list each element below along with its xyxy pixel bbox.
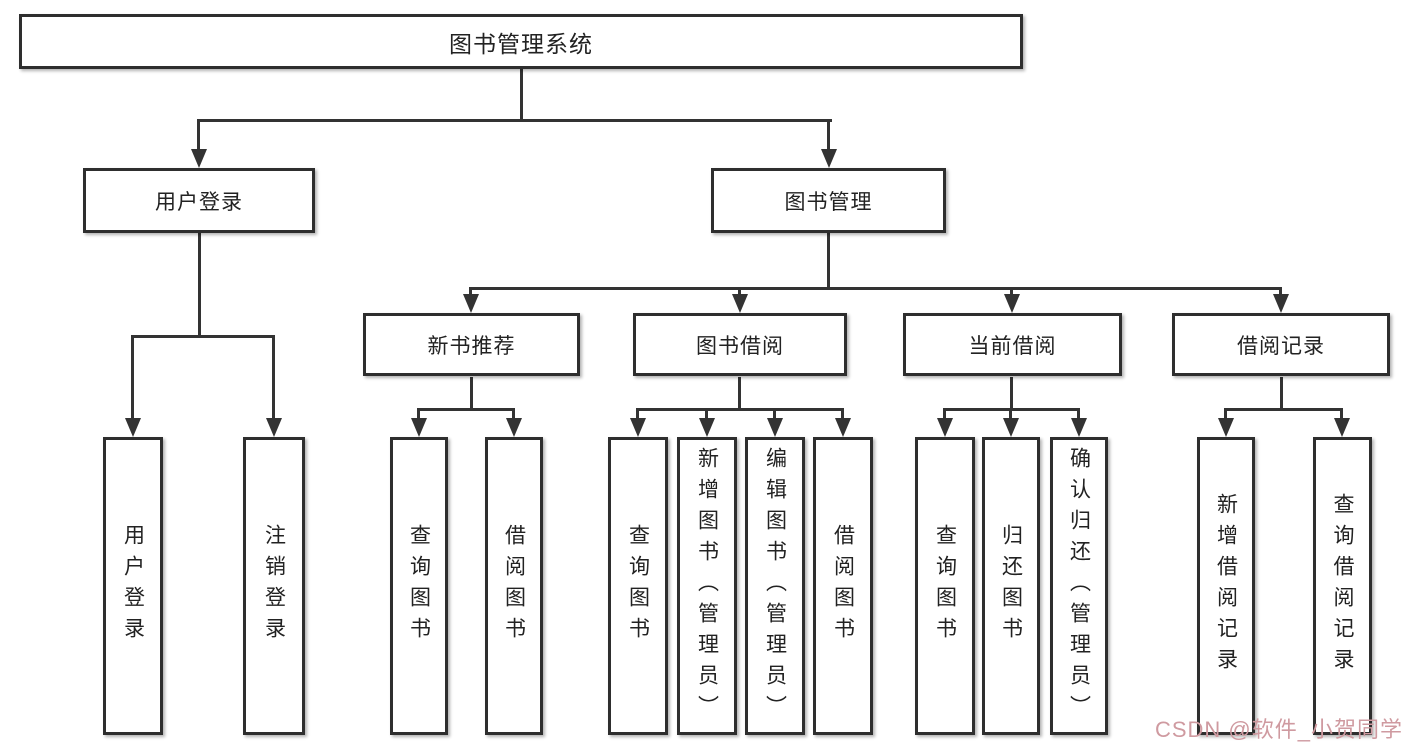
arrow-down-icon [1003, 418, 1019, 437]
arrow-down-icon [699, 418, 715, 437]
leaf-label: 归还图书 [999, 524, 1023, 648]
arrow-down-icon [821, 149, 837, 168]
connector-arrow-stem [841, 408, 844, 422]
leaf-label: 确认归还（管理员） [1067, 446, 1091, 726]
arrow-down-icon [463, 294, 479, 313]
connector-line [944, 408, 1080, 411]
connector-line [470, 377, 473, 408]
leaf-label: 注销登录 [262, 524, 286, 648]
leaf-label: 查询借阅记录 [1331, 493, 1354, 679]
node-borrow-records: 借阅记录 [1172, 313, 1390, 376]
arrow-down-icon [937, 418, 953, 437]
connector-arrow-stem [1010, 287, 1013, 298]
leaf-add-borrow-record: 新增借阅记录 [1197, 437, 1255, 735]
connector-arrow-stem [738, 287, 741, 298]
leaf-query-borrow-record: 查询借阅记录 [1313, 437, 1372, 735]
watermark: CSDN @软件_小贺同学 [1154, 717, 1403, 742]
leaf-query-books-current: 查询图书 [915, 437, 975, 735]
arrow-down-icon [506, 418, 522, 437]
arrow-down-icon [732, 294, 748, 313]
arrow-down-icon [767, 418, 783, 437]
connector-arrow-stem [1279, 287, 1282, 298]
connector-arrow-stem [131, 335, 134, 422]
connector-arrow-stem [943, 408, 946, 422]
leaf-add-books-admin: 新增图书（管理员） [677, 437, 737, 735]
arrow-down-icon [125, 418, 141, 437]
connector-line [470, 287, 1282, 290]
connector-line [198, 119, 832, 122]
leaf-label: 借阅图书 [502, 524, 526, 648]
arrow-down-icon [1334, 418, 1350, 437]
connector-line [1225, 408, 1343, 411]
connector-arrow-stem [773, 408, 776, 422]
node-book-borrow: 图书借阅 [633, 313, 847, 376]
arrow-down-icon [1071, 418, 1087, 437]
leaf-label: 查询图书 [933, 524, 957, 648]
arrow-down-icon [1218, 418, 1234, 437]
leaf-confirm-return-admin: 确认归还（管理员） [1050, 437, 1108, 735]
leaf-logout: 注销登录 [243, 437, 305, 735]
arrow-down-icon [1273, 294, 1289, 313]
node-new-book-recommend: 新书推荐 [363, 313, 580, 376]
connector-arrow-stem [469, 287, 472, 298]
leaf-edit-books-admin: 编辑图书（管理员） [745, 437, 805, 735]
node-label: 当前借阅 [968, 334, 1057, 358]
node-library-management-system: 图书管理系统 [19, 14, 1023, 69]
connector-line [198, 233, 201, 337]
node-label: 新书推荐 [427, 334, 516, 358]
leaf-label: 借阅图书 [831, 524, 855, 648]
node-label: 用户登录 [155, 190, 243, 214]
leaf-label: 新增借阅记录 [1214, 493, 1238, 679]
leaf-user-login: 用户登录 [103, 437, 163, 735]
leaf-label: 用户登录 [121, 524, 145, 648]
connector-line [827, 233, 830, 289]
connector-line [1010, 377, 1013, 408]
connector-arrow-stem [636, 408, 639, 422]
connector-line [637, 408, 844, 411]
node-book-management: 图书管理 [711, 168, 946, 233]
node-label: 图书管理 [784, 190, 873, 214]
connector-line [419, 408, 515, 411]
arrow-down-icon [1004, 294, 1020, 313]
connector-line [1280, 377, 1283, 408]
node-label: 图书管理系统 [449, 30, 593, 57]
connector-arrow-stem [705, 408, 708, 422]
node-current-borrow: 当前借阅 [903, 313, 1122, 376]
leaf-label: 查询图书 [407, 524, 431, 648]
arrow-down-icon [630, 418, 646, 437]
connector-arrow-stem [1340, 408, 1343, 422]
arrow-down-icon [266, 418, 282, 437]
node-user-login: 用户登录 [83, 168, 315, 233]
connector-line [520, 69, 523, 121]
arrow-down-icon [411, 418, 427, 437]
leaf-query-books-newbooks: 查询图书 [390, 437, 448, 735]
leaf-label: 编辑图书（管理员） [763, 446, 787, 726]
arrow-down-icon [835, 418, 851, 437]
connector-arrow-stem [272, 335, 275, 422]
leaf-return-books: 归还图书 [982, 437, 1040, 735]
leaf-borrow-books-newbooks: 借阅图书 [485, 437, 543, 735]
connector-arrow-stem [1077, 408, 1080, 422]
connector-arrow-stem [1009, 408, 1012, 422]
connector-line [132, 335, 275, 338]
leaf-label: 查询图书 [626, 524, 650, 648]
arrow-down-icon [191, 149, 207, 168]
connector-arrow-stem [827, 119, 830, 153]
connector-arrow-stem [1224, 408, 1227, 422]
connector-arrow-stem [512, 408, 515, 422]
connector-arrow-stem [197, 119, 200, 153]
node-label: 借阅记录 [1237, 334, 1325, 358]
connector-line [738, 377, 741, 408]
node-label: 图书借阅 [696, 334, 784, 358]
leaf-label: 新增图书（管理员） [695, 446, 719, 726]
leaf-borrow-books-borrowing: 借阅图书 [813, 437, 873, 735]
leaf-query-books-borrowing: 查询图书 [608, 437, 668, 735]
connector-arrow-stem [417, 408, 420, 422]
